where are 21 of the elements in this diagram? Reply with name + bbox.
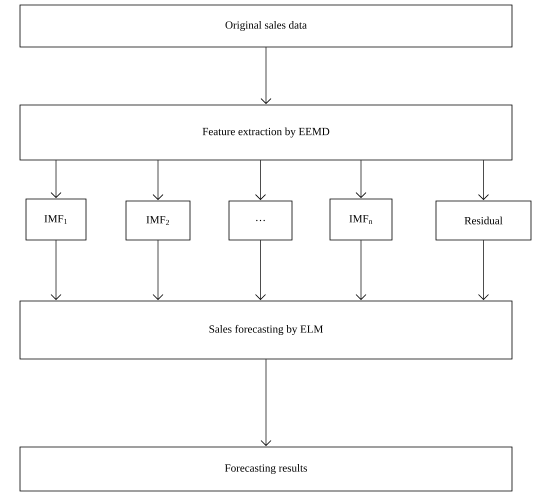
component-box: IMF$_{1}$: [26, 198, 86, 240]
process-box: Forecasting results: [20, 446, 512, 492]
arrow: [356, 160, 366, 198]
arrow: [152, 240, 164, 300]
arrow: [50, 160, 62, 198]
arrow: [255, 240, 266, 300]
arrow: [356, 240, 366, 300]
arrow: [260, 359, 272, 446]
component-box: …: [228, 200, 292, 240]
process-box: Original sales data: [20, 4, 512, 48]
component-box: Residual: [436, 200, 532, 240]
component-box: IMF$_{2}$: [126, 200, 190, 240]
process-box: Feature extraction by EEMD: [20, 104, 512, 160]
arrow: [260, 47, 272, 104]
arrow: [478, 240, 489, 300]
arrow: [255, 160, 266, 200]
process-box: Sales forecasting by ELM: [20, 300, 512, 360]
arrow: [152, 160, 164, 200]
component-box: IMF$_{n}$: [330, 198, 392, 240]
arrow: [50, 240, 62, 300]
arrow: [478, 160, 489, 200]
